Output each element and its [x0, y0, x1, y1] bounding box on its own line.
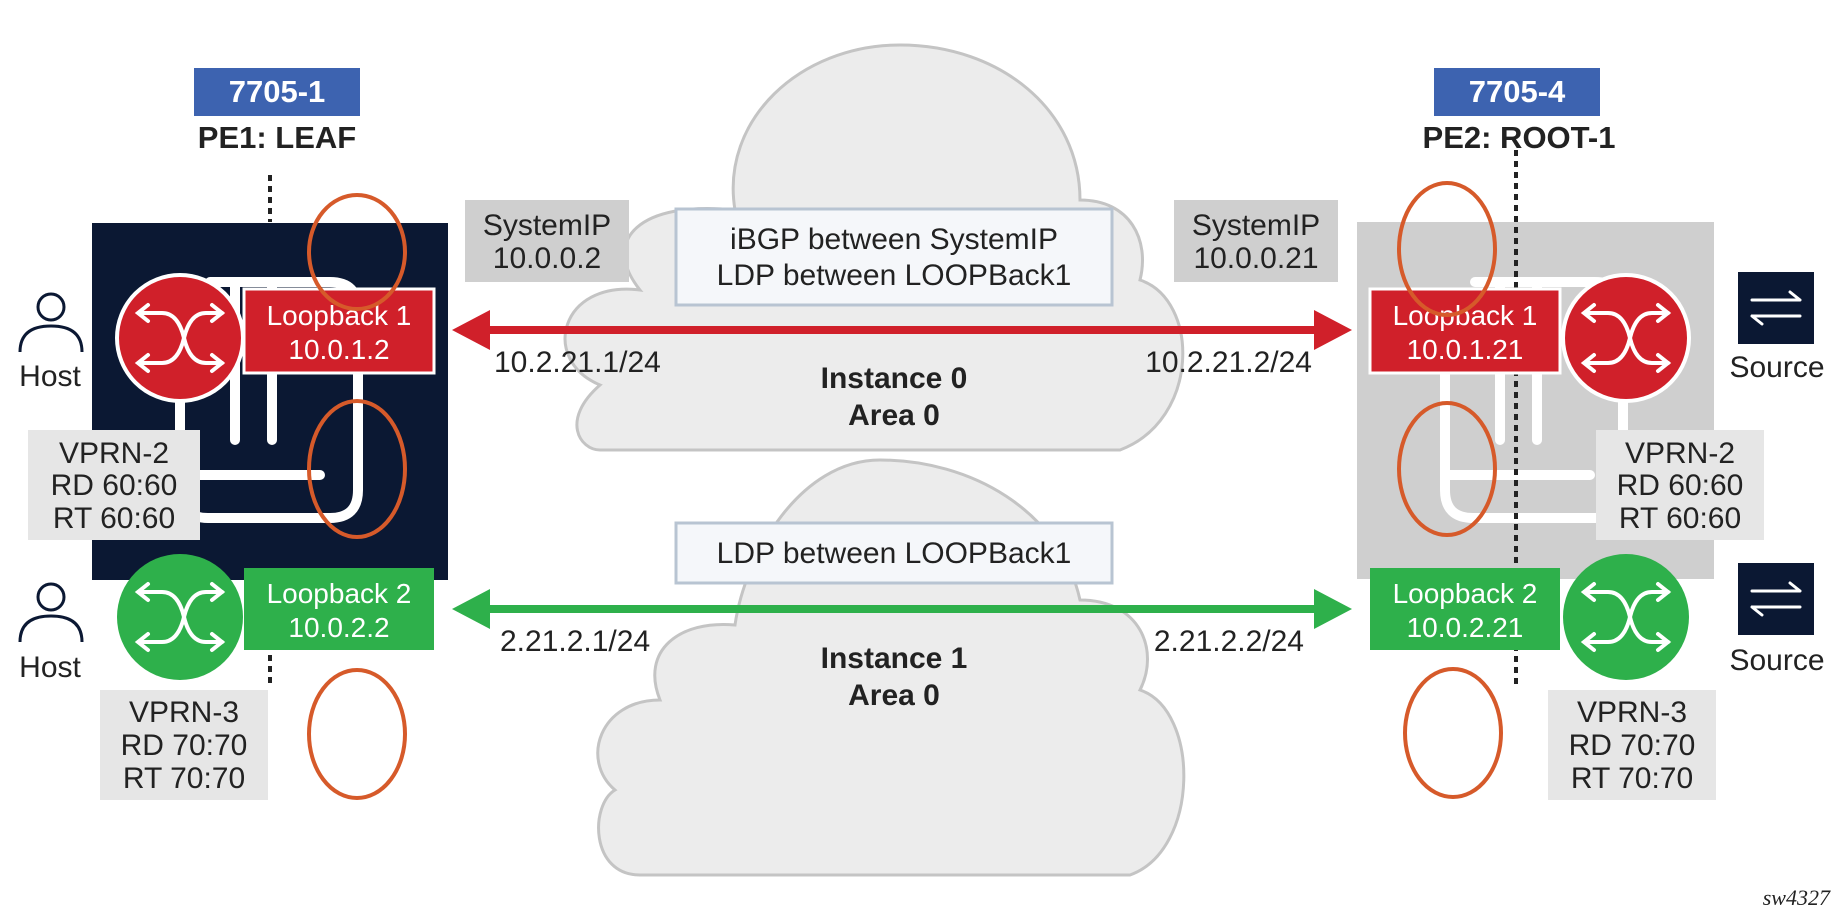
pe2-loopback2-box [1370, 568, 1560, 650]
pe2-loopback1-box [1368, 287, 1562, 375]
pe2-node-id-box [1434, 68, 1600, 116]
pe2-vprn3-router[interactable] [1563, 554, 1689, 680]
pe2-vprn2-line1: VPRN-2 [1625, 437, 1735, 470]
cloud-bottom-instance: Instance 1 [821, 642, 968, 675]
pe2-vprn2-router[interactable] [1561, 273, 1691, 403]
pe2-ring-1 [1397, 181, 1497, 317]
cloud-top-left-ip: 10.2.21.1/24 [494, 346, 661, 379]
router-icon [1561, 273, 1691, 403]
pe1-vprn3-line2: RD 70:70 [121, 729, 248, 762]
pe1-node-id-box [194, 68, 360, 116]
pe2-vprn3-box [1548, 690, 1716, 800]
host-icon [18, 582, 84, 643]
source-1[interactable]: Source [1729, 272, 1825, 384]
pe2-system-ip-value: 10.0.0.21 [1193, 242, 1318, 275]
pe2-node[interactable]: 7705-4 PE2: ROOT-1 Loopback 1 10.0.1.21 [1357, 68, 1825, 800]
host-icon [18, 292, 84, 353]
pe2-vprn3-line2: RD 70:70 [1569, 729, 1696, 762]
pe1-vprn3-line1: VPRN-3 [129, 696, 239, 729]
pe2-system-ip: SystemIP 10.0.0.21 [1174, 200, 1338, 282]
pe1-loopback2-ip: 10.0.2.2 [288, 612, 389, 643]
pe1-ring-2 [307, 399, 407, 539]
pe1-node-id: 7705-1 [229, 74, 326, 109]
pe1-loopback1-box [242, 287, 436, 375]
pe2-loopback2-ip: 10.0.2.21 [1407, 612, 1524, 643]
router-icon [115, 273, 245, 403]
cloud-top-info-line1: iBGP between SystemIP [730, 223, 1058, 256]
cloud-bottom-right-ip: 2.21.2.2/24 [1154, 625, 1304, 658]
pe2-role: PE2: ROOT-1 [1423, 120, 1616, 155]
pe2-node-id: 7705-4 [1469, 74, 1566, 109]
pe1-vprn2-line3: RT 60:60 [53, 502, 175, 535]
router-icon [117, 554, 243, 680]
source-1-label: Source [1729, 351, 1824, 384]
cloud-top-right-ip: 10.2.21.2/24 [1145, 346, 1312, 379]
pe2-vprn2-line3: RT 60:60 [1619, 502, 1741, 535]
pe2-vprn2-line2: RD 60:60 [1617, 469, 1744, 502]
instance-1-link [452, 589, 1352, 629]
pe2-ring-3 [1403, 667, 1503, 799]
pe1-system-ip-value: 10.0.0.2 [493, 242, 601, 275]
cloud-top-instance: Instance 0 [821, 362, 968, 395]
source-icon [1738, 272, 1814, 344]
pe1-loopback2-box [244, 568, 434, 650]
pe2-ring-2 [1397, 401, 1497, 537]
cloud-top-info-box: iBGP between SystemIP LDP between LOOPBa… [674, 207, 1114, 307]
cloud-bottom-left-ip: 2.21.2.1/24 [500, 625, 650, 658]
pe1-loopback1-ip: 10.0.1.2 [288, 334, 389, 365]
pe2-system-ip-label: SystemIP [1192, 209, 1320, 242]
host-1-label: Host [19, 360, 81, 393]
pe2-loopback1-ip: 10.0.1.21 [1407, 334, 1524, 365]
figure-id: sw4327 [1763, 885, 1831, 910]
pe1-vprn3-line3: RT 70:70 [123, 762, 245, 795]
pe1-loopback2-label: Loopback 2 [267, 578, 412, 609]
pe2-loopback1-label: Loopback 1 [1393, 300, 1538, 331]
cloud-bottom-info-line1: LDP between LOOPBack1 [717, 537, 1072, 570]
source-2[interactable]: Source [1729, 563, 1825, 677]
host-1[interactable]: Host [18, 292, 84, 393]
source-2-label: Source [1729, 644, 1824, 677]
pe1-vprn2-box [28, 430, 200, 540]
pe1-vprn2-router[interactable] [115, 273, 245, 403]
cloud-bottom-area: Area 0 [848, 679, 940, 712]
pe1-vprn2-line1: VPRN-2 [59, 437, 169, 470]
pe2-vprn2-box [1596, 430, 1764, 540]
pe1-vprn2-line2: RD 60:60 [51, 469, 178, 502]
pe1-node[interactable]: 7705-1 PE1: LEAF Loopback 1 10.0.1.2 [18, 68, 448, 800]
pe2-vprn3-line1: VPRN-3 [1577, 696, 1687, 729]
source-icon [1738, 563, 1814, 635]
cloud-bottom-info-box: LDP between LOOPBack1 [674, 521, 1114, 585]
pe1-system-ip-label: SystemIP [483, 209, 611, 242]
pe1-vprn3-router[interactable] [117, 554, 243, 680]
cloud-top-info-line2: LDP between LOOPBack1 [717, 259, 1072, 292]
pe2-vprn3-line3: RT 70:70 [1571, 762, 1693, 795]
pe1-system-ip: SystemIP 10.0.0.2 [465, 200, 629, 282]
pe1-role: PE1: LEAF [198, 120, 356, 155]
host-2-label: Host [19, 651, 81, 684]
pe1-ring-1 [307, 193, 407, 311]
instance-0-link [452, 310, 1352, 350]
host-2[interactable]: Host [18, 582, 84, 684]
pe2-loopback2-label: Loopback 2 [1393, 578, 1538, 609]
pe1-ring-3 [307, 668, 407, 800]
cloud-top-area: Area 0 [848, 399, 940, 432]
pe1-vprn3-box [100, 690, 268, 800]
router-icon [1563, 554, 1689, 680]
